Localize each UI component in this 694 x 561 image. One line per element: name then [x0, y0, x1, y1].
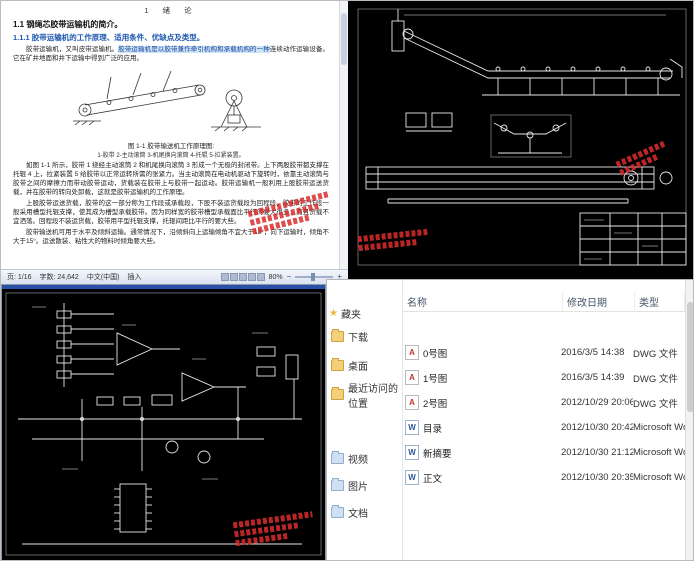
zoom-in-button[interactable]: + [337, 272, 342, 281]
sidebar-item-label: 下载 [348, 333, 368, 344]
folder-icon [331, 387, 344, 400]
cad-circuit-drawing [5, 292, 322, 556]
file-type: Microsoft Wor [633, 447, 685, 458]
sidebar-item-label: 文档 [348, 509, 368, 520]
file-explorer-window[interactable]: ★ 藏夹 下载 桌面 最近访问的位置 视频 图片 文档 名称 修改日期 类型 [326, 279, 693, 560]
sidebar-item[interactable]: 最近访问的位置 [327, 380, 402, 410]
file-type: Microsoft Wor [633, 472, 685, 483]
sidebar-item-label: 最近访问的位置 [348, 383, 398, 410]
para1-post: 连续动作运输设备。它在矿井地面和井下运输中得到广泛的应用。 [13, 46, 330, 62]
sidebar-item-label: 藏夹 [340, 309, 361, 321]
sidebar-item[interactable]: 视频 [327, 445, 402, 472]
file-row[interactable]: A 1号图 2016/3/5 14:39 DWG 文件 [403, 365, 685, 390]
file-name: 0号图 [423, 348, 448, 360]
star-icon: ★ [329, 307, 338, 319]
word-document-window[interactable]: 1 绪 论 1.1 钢绳芯胶带运输机的简介。 1.1.1 胶带运输机的工作原理、… [1, 1, 348, 284]
para1-pre: 胶带运输机，又叫皮带运输机。 [26, 46, 119, 53]
zoom-slider[interactable] [295, 273, 334, 281]
sidebar-item[interactable]: 图片 [327, 472, 402, 499]
sidebar-item-label: 视频 [348, 455, 368, 466]
status-insert-mode[interactable]: 插入 [127, 274, 142, 281]
word-page: 1 绪 论 1.1 钢绳芯胶带运输机的简介。 1.1.1 胶带运输机的工作原理、… [1, 1, 339, 269]
file-type: DWG 文件 [633, 348, 678, 360]
file-type: DWG 文件 [633, 398, 678, 410]
file-row[interactable]: A 0号图 2016/3/5 14:38 DWG 文件 [403, 340, 685, 365]
folder-icon [331, 358, 344, 371]
file-date: 2012/10/29 20:06 [561, 397, 633, 408]
file-name: 1号图 [423, 373, 448, 385]
file-name: 目录 [423, 423, 443, 435]
paragraph-intro: 胶带运输机，又叫皮带运输机。胶带运输机是以胶带兼作牵引机构和承载机构的一种连续动… [13, 45, 329, 63]
file-icon: W [405, 420, 419, 435]
explorer-sidebar: ★ 藏夹 下载 桌面 最近访问的位置 视频 图片 文档 [327, 280, 403, 560]
section-heading-2: 1.1.1 胶带运输机的工作原理、适用条件、优缺点及类型。 [13, 33, 205, 42]
column-header-name[interactable]: 名称 [403, 292, 563, 311]
status-language[interactable]: 中文(中国) [86, 274, 120, 281]
status-page[interactable]: 页: 1/16 [7, 274, 32, 281]
file-date: 2012/10/30 21:12 [561, 447, 633, 458]
word-scrollbar[interactable] [339, 1, 348, 269]
file-icon: A [405, 345, 419, 360]
word-scrollbar-thumb[interactable] [341, 13, 347, 65]
sidebar-item-label: 桌面 [348, 362, 368, 373]
cad-schematic-window[interactable] [1, 284, 326, 560]
file-icon: W [405, 445, 419, 460]
sidebar-item[interactable]: 下载 [327, 322, 402, 351]
file-name: 2号图 [423, 398, 448, 410]
conveyor-figure-drawing [73, 70, 261, 132]
file-list-pane: 名称 修改日期 类型 A 0号图 2016/3/5 14:38 DWG 文件 A… [403, 280, 685, 560]
explorer-scrollbar[interactable] [685, 280, 693, 560]
column-header-type[interactable]: 类型 [635, 292, 685, 311]
folder-icon [331, 329, 344, 342]
view-mode-buttons[interactable] [220, 273, 265, 281]
status-word-count[interactable]: 字数: 24,642 [39, 274, 79, 281]
column-headers: 名称 修改日期 类型 [403, 292, 685, 312]
file-icon: A [405, 395, 419, 410]
file-type: DWG 文件 [633, 373, 678, 385]
file-list: A 0号图 2016/3/5 14:38 DWG 文件 A 1号图 2016/3… [403, 312, 685, 490]
para1-highlight: 胶带运输机是以胶带兼作牵引机构和承载机构的一种 [118, 46, 270, 53]
file-icon: A [405, 370, 419, 385]
column-header-date[interactable]: 修改日期 [563, 292, 635, 311]
cad-assembly-window[interactable] [348, 1, 693, 279]
sidebar-item[interactable]: 文档 [327, 499, 402, 526]
window-edge [2, 285, 325, 289]
figure-legend: 1-胶带 2-主动滚筒 3-机尾换向滚筒 4-托辊 5-拉紧装置。 [97, 153, 245, 159]
file-row[interactable]: A 2号图 2012/10/29 20:06 DWG 文件 [403, 390, 685, 415]
sidebar-item-label: 图片 [348, 482, 368, 493]
file-date: 2012/10/30 20:42 [561, 422, 633, 433]
sidebar-item-favorites[interactable]: ★ 藏夹 [327, 304, 402, 322]
paragraph-incline: 胶带输送机可用于水平及倾斜运输。通常情况下，沿倾斜向上运输倾角不宜大于18°，向… [13, 229, 329, 245]
file-row[interactable]: W 正文 2012/10/30 20:35 Microsoft Wor [403, 465, 685, 490]
zoom-out-button[interactable]: − [286, 272, 292, 281]
file-name: 正文 [423, 473, 443, 485]
figure-conveyor-schematic: 图 1-1 胶带输送机工作原理图: 1-胶带 2-主动滚筒 3-机尾换向滚筒 4… [66, 65, 276, 159]
file-row[interactable]: W 新摘要 2012/10/30 21:12 Microsoft Wor [403, 440, 685, 465]
file-icon: W [405, 470, 419, 485]
sidebar-favorites: 下载 桌面 最近访问的位置 [327, 322, 402, 410]
zoom-slider-thumb[interactable] [311, 273, 316, 281]
file-date: 2016/3/5 14:38 [561, 347, 625, 358]
file-type: Microsoft Wor [633, 422, 685, 433]
figure-caption: 图 1-1 胶带输送机工作原理图: [127, 143, 215, 150]
paragraph-sections: 上股胶带运送货载，胶带的这一部分称为工作段或承载段，下股不装运货载段为回程段。胶… [13, 200, 329, 225]
chapter-heading: 1 绪 论 [144, 6, 198, 15]
cad-assembly-drawing [357, 8, 687, 266]
folder-icon [331, 505, 344, 518]
sidebar-libraries: 视频 图片 文档 [327, 445, 402, 526]
file-name: 新摘要 [423, 448, 452, 460]
file-row[interactable]: W 目录 2012/10/30 20:42 Microsoft Wor [403, 415, 685, 440]
folder-icon [331, 451, 344, 464]
file-date: 2016/3/5 14:39 [561, 372, 625, 383]
sidebar-item[interactable]: 桌面 [327, 351, 402, 380]
word-status-bar: 页: 1/16 字数: 24,642 中文(中国) 插入 80% − + [1, 269, 348, 284]
explorer-scrollbar-thumb[interactable] [687, 302, 693, 412]
section-heading-1: 1.1 钢绳芯胶带运输机的简介。 [13, 20, 123, 29]
folder-icon [331, 478, 344, 491]
paragraph-principle: 如图 1-1 所示，胶带 1 绕经主动滚筒 2 和机尾换向滚筒 3 形成一个无极… [13, 162, 329, 196]
zoom-level[interactable]: 80% [268, 273, 283, 281]
file-date: 2012/10/30 20:35 [561, 472, 633, 483]
